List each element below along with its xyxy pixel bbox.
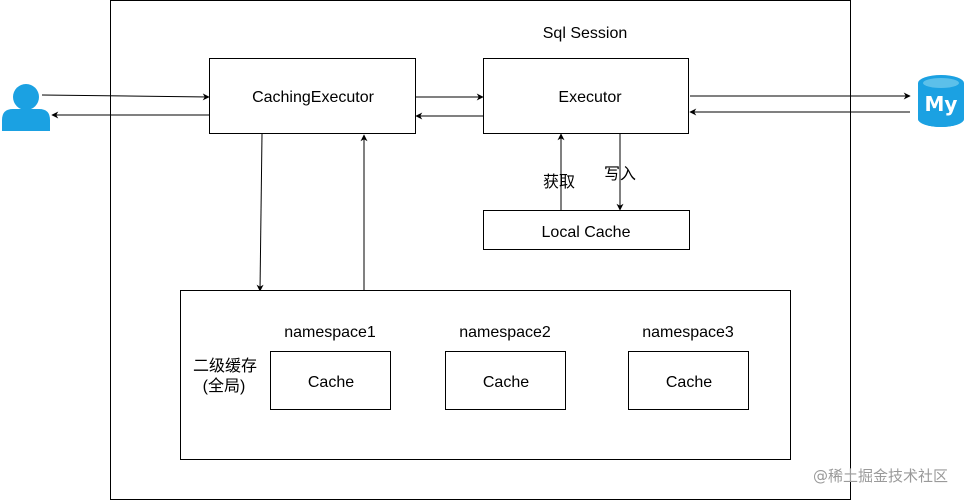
- local-cache-node: [483, 210, 690, 250]
- database-label: My: [925, 92, 958, 116]
- edge-caching-executor-to-second-level-cache: [256, 133, 264, 292]
- namespace-cache-label: Cache: [308, 374, 354, 391]
- local-cache-label: Local Cache: [542, 224, 631, 241]
- executor-label: Executor: [558, 89, 622, 106]
- namespace-cache-label: Cache: [483, 374, 529, 391]
- edge-label-write: 写入: [604, 166, 636, 183]
- edge-label-fetch: 获取: [543, 173, 575, 191]
- watermark: @稀土掘金技术社区: [813, 467, 948, 485]
- second-level-cache-label: 二级缓存: [193, 357, 257, 375]
- namespace-cache-box: [445, 351, 566, 410]
- sql-session-title: Sql Session: [543, 25, 628, 42]
- caching-executor-label: CachingExecutor: [252, 89, 375, 106]
- namespace-cache-box: [270, 351, 391, 410]
- user-icon: [2, 84, 50, 131]
- edge-user-to-caching-executor: [41, 93, 210, 101]
- executor-node: [483, 58, 689, 134]
- caching-executor-node: [209, 58, 416, 134]
- namespace-label: namespace3: [642, 324, 734, 341]
- second-level-cache-scope-label: (全局): [203, 377, 246, 395]
- namespace-cache-label: Cache: [666, 374, 712, 391]
- mysql-database-icon: My: [918, 75, 964, 127]
- namespace-cache-box: [628, 351, 749, 410]
- namespace-label: namespace2: [459, 324, 551, 341]
- namespace-label: namespace1: [284, 324, 376, 341]
